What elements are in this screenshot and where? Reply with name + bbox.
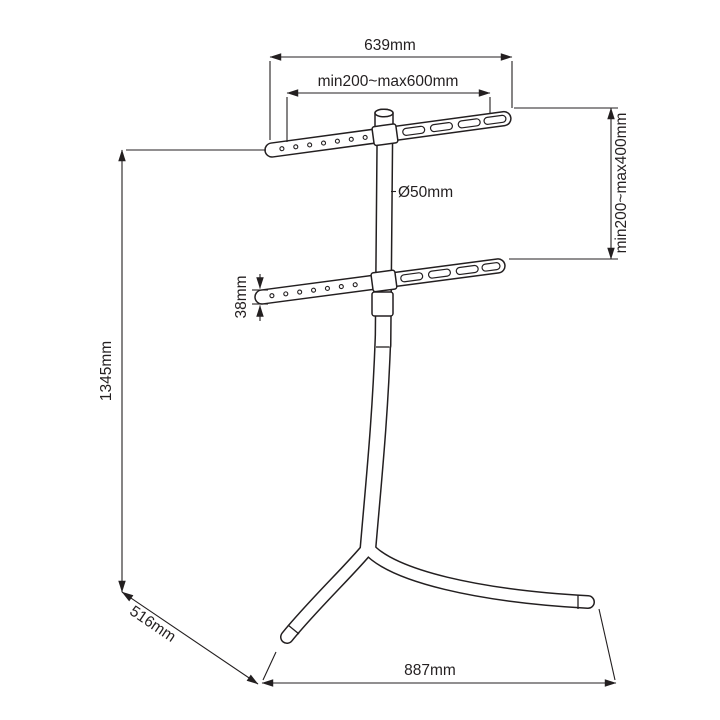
dim-total-height: 1345mm bbox=[98, 149, 266, 593]
pole-diameter-label: Ø50mm bbox=[398, 184, 453, 201]
dim-vesa-height-range: min200~max400mm bbox=[509, 107, 630, 260]
vesa-width-range-label: min200~max600mm bbox=[318, 73, 459, 90]
left-foot-cap-seam bbox=[287, 624, 300, 635]
top-vesa-bracket bbox=[264, 110, 512, 158]
bracket-thickness-label: 38mm bbox=[233, 275, 250, 318]
lower-bracket-pole-clamp bbox=[370, 269, 398, 293]
total-height-label: 1345mm bbox=[98, 341, 115, 401]
dim-pole-diameter: Ø50mm bbox=[391, 184, 453, 201]
dim-base-depth: 516mm bbox=[121, 591, 259, 685]
top-width-label: 639mm bbox=[364, 37, 416, 54]
dim-vesa-width-range: min200~max600mm bbox=[286, 73, 491, 142]
base-width-label: 887mm bbox=[404, 662, 456, 679]
top-bracket-pole-clamp bbox=[371, 123, 399, 147]
stand-drawing bbox=[254, 108, 595, 644]
base-depth-label: 516mm bbox=[126, 603, 178, 646]
dim-top-width: 639mm bbox=[269, 37, 513, 140]
vesa-height-range-label: min200~max400mm bbox=[613, 113, 630, 254]
dim-bracket-thickness: 38mm bbox=[233, 274, 268, 321]
pole-collar bbox=[371, 291, 394, 317]
lower-vesa-bracket bbox=[254, 258, 506, 305]
dim-base-width: 887mm bbox=[261, 608, 617, 687]
